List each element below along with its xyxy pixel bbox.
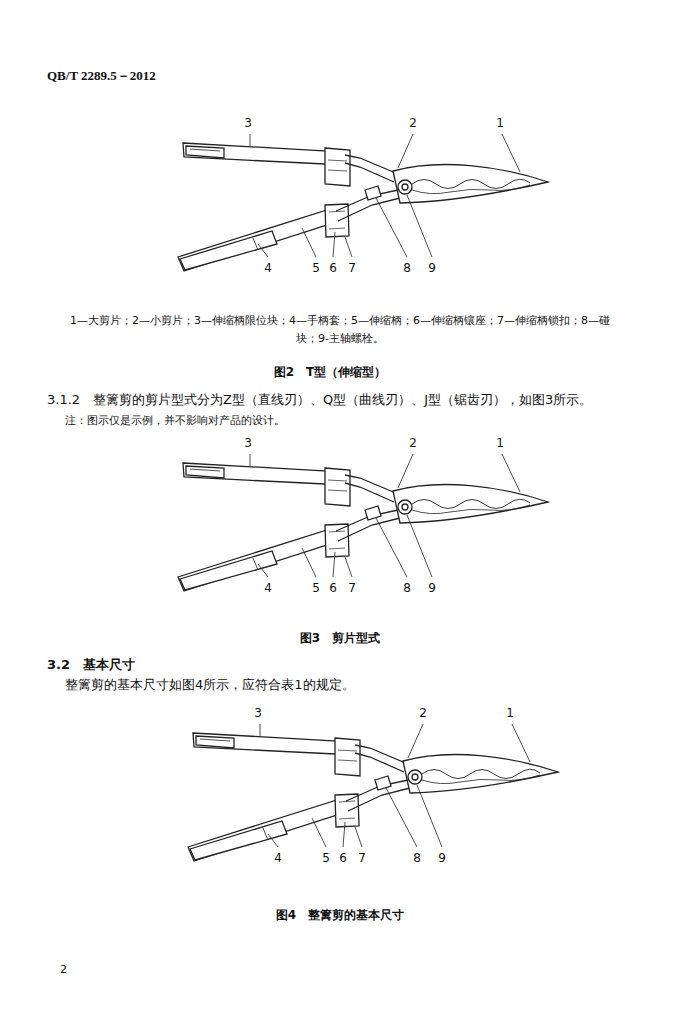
figure-caption: 图2 T型（伸缩型） xyxy=(274,364,387,380)
callout-number: 3 xyxy=(254,706,262,720)
callout-number: 4 xyxy=(264,581,272,595)
parts-legend: 1—大剪片；2—小剪片；3—伸缩柄限位块；4—手柄套；5—伸缩柄；6—伸缩柄镶座… xyxy=(70,312,610,348)
callout-number: 8 xyxy=(413,851,421,865)
callout-number: 5 xyxy=(322,851,330,865)
callout-number: 6 xyxy=(329,261,337,275)
callout-number: 7 xyxy=(348,581,356,595)
callout-number: 2 xyxy=(419,706,427,720)
callout-number: 2 xyxy=(409,116,417,130)
page-number: 2 xyxy=(60,962,67,978)
callout-number: 3 xyxy=(244,116,252,130)
callout-number: 8 xyxy=(403,581,411,595)
clause-text: 3.1.2 整篱剪的剪片型式分为Z型（直线刃）、Q型（曲线刃）、J型（锯齿刃），… xyxy=(47,392,592,408)
callout-number: 9 xyxy=(428,581,436,595)
figure-caption: 图4 整篱剪的基本尺寸 xyxy=(276,907,404,923)
callout-number: 4 xyxy=(274,851,282,865)
callout-number: 5 xyxy=(312,261,320,275)
callout-number: 6 xyxy=(329,581,337,595)
callout-number: 4 xyxy=(264,261,272,275)
callout-number: 7 xyxy=(348,261,356,275)
figure-caption: 图3 剪片型式 xyxy=(300,630,380,646)
page-header: QB/T 2289.5－2012 xyxy=(47,68,156,84)
callout-number: 8 xyxy=(403,261,411,275)
clause-heading: 3.2 基本尺寸 xyxy=(47,657,135,673)
note-text: 注：图示仅是示例，并不影响对产品的设计。 xyxy=(65,413,285,429)
callout-number: 9 xyxy=(438,851,446,865)
callout-number: 7 xyxy=(358,851,366,865)
callout-number: 5 xyxy=(312,581,320,595)
clause-text: 整篱剪的基本尺寸如图4所示，应符合表1的规定。 xyxy=(65,677,355,693)
callout-number: 6 xyxy=(339,851,347,865)
callout-number: 9 xyxy=(428,261,436,275)
callout-number: 1 xyxy=(496,116,504,130)
callout-number: 3 xyxy=(244,436,252,450)
callout-number: 2 xyxy=(409,436,417,450)
callout-number: 1 xyxy=(506,706,514,720)
callout-number: 1 xyxy=(496,436,504,450)
